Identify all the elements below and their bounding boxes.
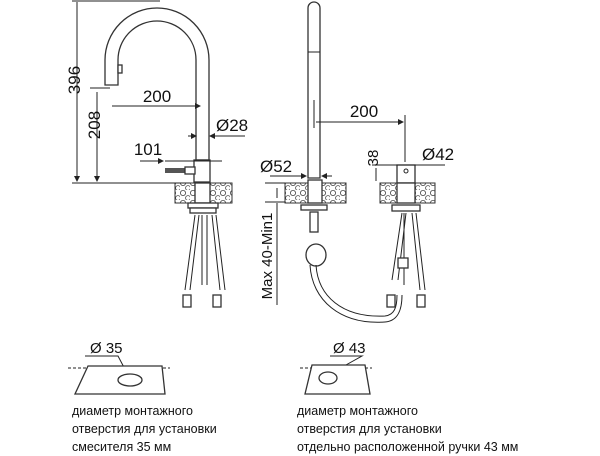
lever-handle [165, 168, 185, 173]
caption-line: диаметр монтажного [297, 404, 418, 418]
dim-height-208: 208 [85, 111, 104, 139]
hole-diameter-35: Ø 35 [90, 340, 123, 357]
dim-reach-200: 200 [143, 87, 171, 106]
caption-line: смесителя 35 мм [72, 440, 172, 454]
caption-line: отверстия для установки [72, 422, 217, 436]
dim-lever-101: 101 [134, 140, 162, 159]
dim-handle-height: 38 [365, 150, 382, 167]
dim-tube-diameter: Ø28 [216, 116, 248, 135]
left-hole-plate: Ø 35 [68, 340, 170, 395]
dim-handle-diameter: Ø42 [422, 145, 454, 164]
dim-base-diameter: Ø52 [260, 157, 292, 176]
caption-line: диаметр монтажного [72, 404, 193, 418]
right-hole-plate: Ø 43 [300, 340, 372, 395]
caption-line: отдельно расположенной ручки 43 мм [297, 440, 519, 454]
right-caption: диаметр монтажного отверстия для установ… [297, 402, 518, 456]
dim-height-396: 396 [65, 66, 84, 94]
hole-diameter-43: Ø 43 [333, 340, 366, 357]
right-faucet: Ø52 Max 40-Min1 200 38 Ø42 [259, 1, 454, 323]
left-caption: диаметр монтажного отверстия для установ… [72, 402, 217, 456]
caption-line: отверстия для установки [297, 422, 442, 436]
dim-counter-thickness: Max 40-Min1 [259, 213, 276, 300]
left-faucet: 396 208 200 Ø28 101 [65, 0, 248, 308]
dim-handle-distance: 200 [350, 102, 378, 121]
